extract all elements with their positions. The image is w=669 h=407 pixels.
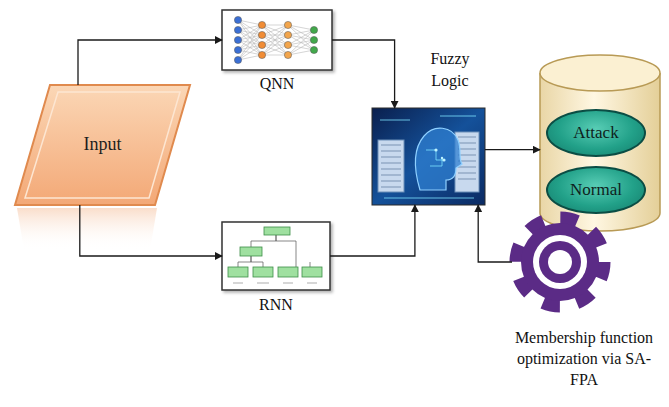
qnn-frame [222,10,332,70]
node-label: Fuzzy Logic [418,48,482,93]
flow-arrow [330,205,415,256]
input-reflection [17,208,157,250]
flow-arrow [478,205,512,262]
node-label: RNN [222,295,330,316]
circuit-glow [380,116,476,198]
rnn-frame [222,222,330,290]
glow-dots [434,148,445,161]
node-label: QNN [222,74,332,95]
input-parallelogram [15,85,190,205]
ai-head [415,128,462,190]
flow-arrow [485,149,540,150]
node-label: Input [15,85,190,205]
network-neurons [234,16,317,63]
input-node: Input [15,85,190,205]
normal-class: Normal [546,166,646,214]
node-label: Attack [573,122,618,144]
rnn-links [238,235,310,267]
fuzzy-logic-node: Fuzzy Logic [372,108,485,205]
rnn-node: RNN [222,222,330,290]
flow-arrow [332,40,395,108]
node-label: Membership function optimization via SA-… [503,328,665,390]
fuzzy-illustration [372,108,485,205]
node-label: Normal [570,179,622,201]
optimizer-node: Membership function optimization via SA-… [512,218,608,306]
gear-icon [516,218,604,306]
flow-arrow [80,205,222,256]
database-node: AttackNormal [540,55,660,233]
rnn-cells [228,227,322,277]
database-top [540,55,660,91]
flow-arrow [78,40,222,85]
attack-class: Attack [546,109,646,157]
rnn-word-marks [233,283,317,284]
qnn-node: QNN [222,10,332,70]
network-links [238,20,314,60]
database-cylinder [540,73,660,231]
